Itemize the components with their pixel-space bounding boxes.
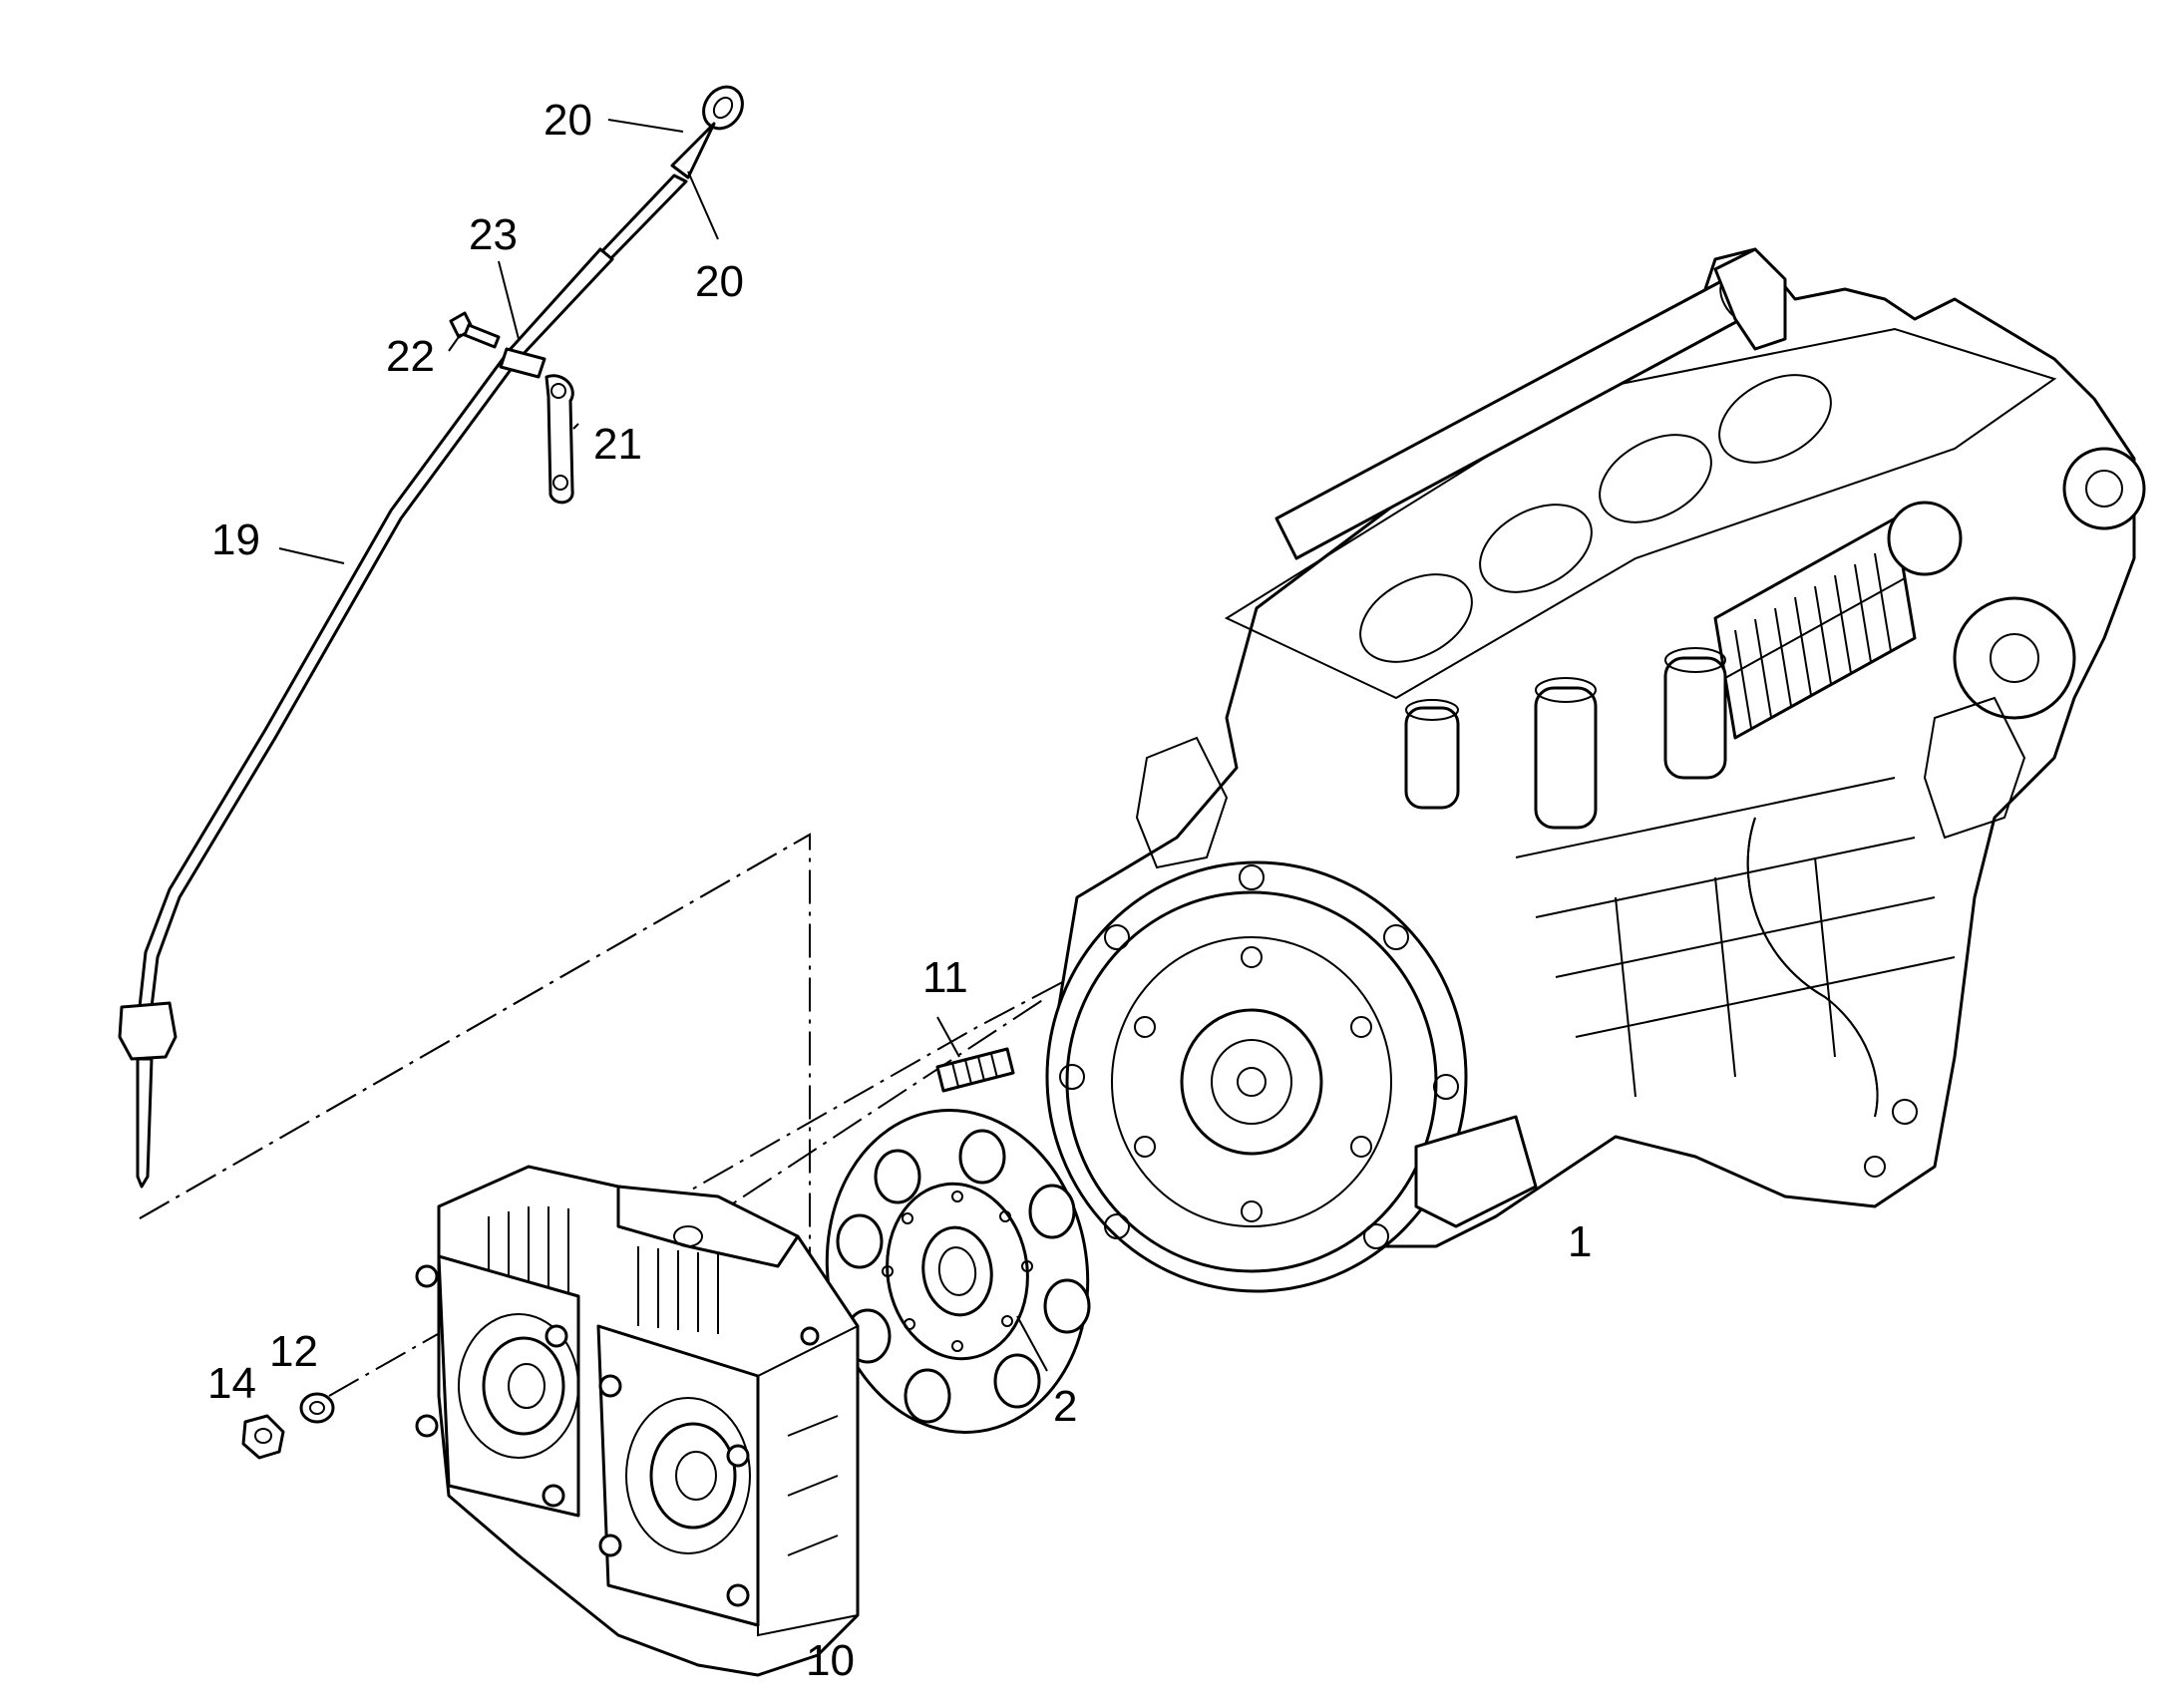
callout-11: 11 [922, 953, 968, 1002]
dipstick-blade [136, 1057, 154, 1189]
pump-drive-gearbox [415, 1165, 860, 1677]
flexible-coupling [825, 1109, 1091, 1434]
dipstick-grip [670, 122, 716, 179]
diesel-engine [1045, 247, 2146, 1293]
callout-10: 10 [806, 1636, 855, 1685]
callout-12: 12 [269, 1327, 318, 1376]
hex-nut [241, 1414, 285, 1460]
tube-bracket [545, 374, 574, 505]
callout-20-lower: 20 [695, 257, 744, 306]
callout-19: 19 [211, 515, 260, 564]
dipstick-assembly [118, 85, 744, 1189]
callout-1: 1 [1568, 1217, 1592, 1266]
dipstick-clamp [499, 347, 546, 379]
dipstick-ring-handle [702, 85, 744, 131]
rocker-cover [1224, 327, 2057, 700]
callout-labels: 20 20 23 22 21 19 11 12 14 2 1 10 [207, 96, 1592, 1685]
callout-2: 2 [1053, 1382, 1077, 1431]
fuel-filter [1534, 686, 1598, 830]
callout-21: 21 [593, 420, 642, 469]
threaded-stud [935, 1016, 1015, 1093]
washer [299, 1392, 335, 1424]
callout-22: 22 [386, 332, 435, 381]
dipstick-upper-rod [596, 173, 688, 263]
leader-lines [1016, 1315, 1048, 1372]
oil-cooler-fins [1713, 516, 1917, 740]
callout-14: 14 [207, 1359, 256, 1408]
callout-20-upper: 20 [544, 96, 592, 145]
tube-hex-fitting [118, 1001, 178, 1061]
callout-23: 23 [469, 210, 518, 259]
clamp-bolt [449, 311, 501, 349]
